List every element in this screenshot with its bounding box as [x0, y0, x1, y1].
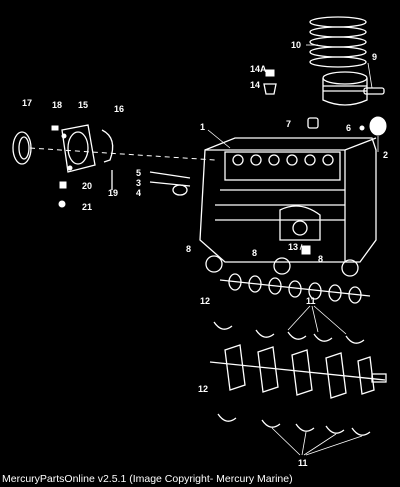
dowel-pins — [149, 171, 191, 196]
callout-8c: 8 — [318, 254, 323, 264]
callout-11b: 11 — [298, 458, 308, 468]
callout-15: 15 — [78, 100, 88, 110]
small-plugs — [307, 116, 387, 136]
callout-12a: 12 — [200, 296, 210, 306]
plug-parts — [263, 69, 277, 95]
callout-10: 10 — [291, 40, 301, 50]
callout-7: 7 — [286, 119, 291, 129]
callout-11a: 11 — [306, 296, 316, 306]
main-bearings-lower — [217, 413, 371, 436]
callout-3: 3 — [136, 178, 141, 188]
seal-housing — [61, 124, 96, 173]
cylinder-block — [199, 137, 377, 263]
piston-rings — [309, 16, 367, 68]
callout-21: 21 — [82, 202, 92, 212]
callout-8a: 8 — [186, 244, 191, 254]
callout-1: 1 — [200, 122, 205, 132]
callout-5: 5 — [136, 168, 141, 178]
main-bearings-upper — [213, 321, 365, 344]
callout-20: 20 — [82, 181, 92, 191]
crankshaft — [209, 344, 387, 399]
callout-18: 18 — [52, 100, 62, 110]
fasteners — [51, 125, 113, 208]
callout-14a: 14A — [250, 64, 267, 74]
cam-bearings — [205, 245, 359, 277]
callout-13: 13 — [288, 242, 298, 252]
callout-6: 6 — [346, 123, 351, 133]
callout-4: 4 — [136, 188, 141, 198]
callout-12b: 12 — [198, 384, 208, 394]
callout-8b: 8 — [252, 248, 257, 258]
callout-16: 16 — [114, 104, 124, 114]
callout-19: 19 — [108, 188, 118, 198]
leader-lines — [207, 44, 379, 456]
callout-9: 9 — [372, 52, 377, 62]
copyright-footer: MercuryPartsOnline v2.5.1 (Image Copyrig… — [2, 473, 293, 485]
piston — [322, 71, 385, 106]
bearing-cap-16 — [101, 129, 114, 163]
crank-axis-line — [29, 147, 216, 161]
callout-14: 14 — [250, 80, 260, 90]
rear-seal — [12, 131, 32, 165]
callout-17: 17 — [22, 98, 32, 108]
engine-block-exploded-diagram: 10 9 14A 14 17 18 15 16 7 6 1 2 5 3 4 20… — [12, 16, 388, 468]
callout-2: 2 — [383, 150, 388, 160]
camshaft — [219, 273, 371, 304]
